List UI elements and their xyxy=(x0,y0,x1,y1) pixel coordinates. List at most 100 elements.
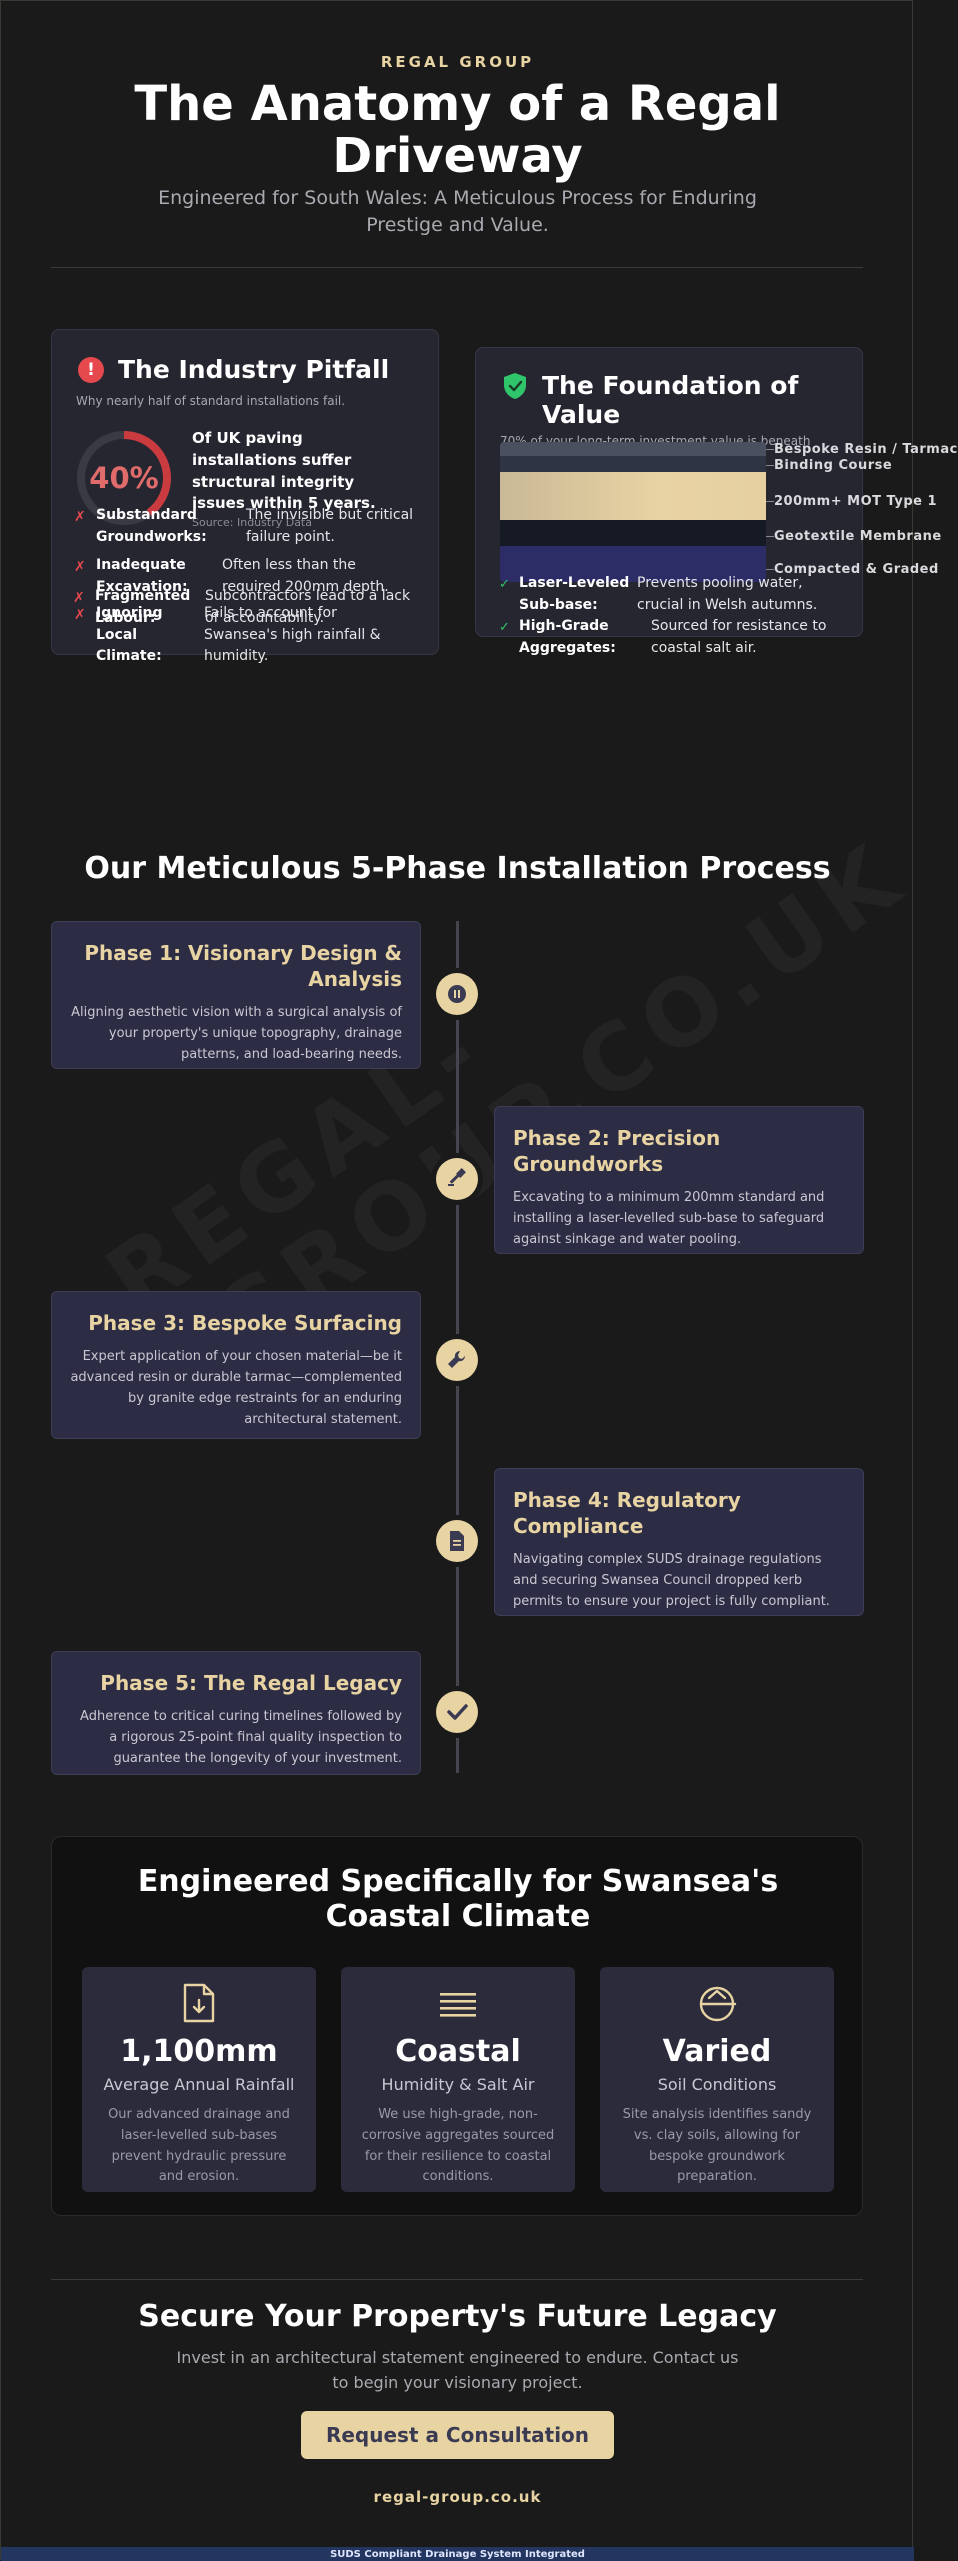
wrench-icon xyxy=(436,1339,478,1381)
pitfall-item-definition: Subcontractors lead to a lack of account… xyxy=(205,588,411,626)
climate-panel: Engineered Specifically for Swansea's Co… xyxy=(51,1836,863,2216)
foundation-item-definition: Prevents pooling water, crucial in Welsh… xyxy=(637,575,818,613)
foundation-title: The Foundation of Value xyxy=(542,371,799,429)
pause-icon xyxy=(436,973,478,1015)
layer-label: Bespoke Resin / Tarmac xyxy=(774,442,958,457)
failure-rate-donut xyxy=(77,431,171,525)
foundation-item-term: High-Grade Aggregates: xyxy=(519,618,616,656)
layer-tick xyxy=(766,449,774,450)
footer-strip xyxy=(1,2547,914,2561)
layer-tick xyxy=(766,465,774,466)
layer-label: Binding Course xyxy=(774,458,893,473)
page-subtitle: Engineered for South Wales: A Meticulous… xyxy=(158,187,757,236)
layer-label: Geotextile Membrane xyxy=(774,529,942,544)
footer-note: SUDS Compliant Drainage System Integrate… xyxy=(330,2549,585,2560)
pitfall-card: ! The Industry Pitfall Why nearly half o… xyxy=(51,329,439,664)
pitfall-title: The Industry Pitfall xyxy=(118,355,390,384)
pitfall-item: ✗ Fragmented Labour: Subcontractors lead… xyxy=(73,586,423,629)
phase-title: Phase 1: Visionary Design & Analysis xyxy=(84,941,402,991)
foundation-item: ✓ High-Grade Aggregates: Sourced for res… xyxy=(499,616,849,659)
pitfall-item-term: Fragmented Labour: xyxy=(95,588,191,626)
failure-rate-text: Of UK paving installations suffer struct… xyxy=(192,429,376,513)
layer-tick xyxy=(766,569,774,570)
foundation-item-term: Laser-Leveled Sub-base: xyxy=(519,575,630,613)
layer-mot xyxy=(500,472,766,520)
phase-card-5: Phase 5: The Regal Legacy Adherence to c… xyxy=(51,1651,421,1775)
stat-label: Humidity & Salt Air xyxy=(381,2075,535,2094)
layer-surface xyxy=(500,442,766,456)
phase-card-4: Phase 4: Regulatory Compliance Navigatin… xyxy=(494,1468,864,1616)
stat-label: Soil Conditions xyxy=(657,2075,777,2094)
layer-geotextile xyxy=(500,520,766,546)
stat-description: We use high-grade, non-corrosive aggrega… xyxy=(361,2107,555,2185)
lines-icon xyxy=(440,1993,476,2017)
cross-icon: ✗ xyxy=(74,559,86,575)
stat-value: 1,100mm xyxy=(120,2034,278,2069)
phase-description: Aligning aesthetic vision with a surgica… xyxy=(71,1005,402,1063)
process-title: Our Meticulous 5-Phase Installation Proc… xyxy=(84,851,831,886)
layer-binding xyxy=(500,456,766,472)
pitfall-item-definition: The invisible but critical failure point… xyxy=(246,507,414,545)
layer-label: Compacted & Graded xyxy=(774,562,939,577)
climate-title: Engineered Specifically for Swansea's Co… xyxy=(137,1864,779,1934)
pitfall-item-term: Substandard Groundworks: xyxy=(96,507,207,545)
pitfall-item-term: Inadequate Excavation: xyxy=(96,557,188,595)
divider xyxy=(51,2279,863,2280)
cross-icon: ✗ xyxy=(73,590,85,606)
brand-label: REGAL GROUP xyxy=(380,53,535,71)
document-icon xyxy=(436,1520,478,1562)
phase-card-1: Phase 1: Visionary Design & Analysis Ali… xyxy=(51,921,421,1069)
phase-title: Phase 4: Regulatory Compliance xyxy=(513,1488,741,1538)
phase-title: Phase 2: Precision Groundworks xyxy=(513,1126,721,1176)
pitfall-description: Why nearly half of standard installation… xyxy=(76,394,346,408)
pitfall-item-definition: Fails to account for Swansea's high rain… xyxy=(204,605,381,665)
shield-icon xyxy=(504,373,526,399)
layer-compacted xyxy=(500,546,766,582)
phase-description: Expert application of your chosen materi… xyxy=(70,1349,402,1428)
stat-description: Our advanced drainage and laser-levelled… xyxy=(108,2107,290,2185)
phase-description: Excavating to a minimum 200mm standard a… xyxy=(513,1190,825,1248)
failure-rate-value: 40% xyxy=(89,461,159,495)
phase-description: Navigating complex SUDS drainage regulat… xyxy=(513,1552,830,1610)
cross-icon: ✗ xyxy=(74,509,86,525)
foundation-item: ✓ Laser-Leveled Sub-base: Prevents pooli… xyxy=(499,573,849,616)
divider xyxy=(51,267,863,268)
phase-description: Adherence to critical curing timelines f… xyxy=(80,1709,402,1767)
request-consultation-button[interactable]: Request a Consultation xyxy=(301,2411,614,2459)
layer-label: 200mm+ MOT Type 1 xyxy=(774,494,938,509)
cross-icon: ✗ xyxy=(74,607,86,623)
soil-icon xyxy=(699,1986,737,2022)
alert-icon: ! xyxy=(78,357,104,384)
layer-diagram xyxy=(500,442,766,582)
layer-tick xyxy=(766,501,774,502)
donut-arc xyxy=(77,431,171,525)
pitfall-item: ✗ Substandard Groundworks: The invisible… xyxy=(74,505,414,548)
check-icon: ✓ xyxy=(499,577,510,592)
check-icon: ✓ xyxy=(499,620,510,635)
stat-description: Site analysis identifies sandy vs. clay … xyxy=(622,2107,812,2185)
page-title: The Anatomy of a Regal Driveway xyxy=(134,76,781,184)
foundation-card: The Foundation of Value 70% of your long… xyxy=(475,347,957,637)
checkmark-icon xyxy=(436,1691,478,1733)
stat-card-rainfall: 1,100mm Average Annual Rainfall Our adva… xyxy=(82,1967,316,2192)
stat-label: Average Annual Rainfall xyxy=(103,2075,295,2094)
pitfall-item-definition: Often less than the required 200mm depth… xyxy=(222,557,389,595)
hammer-icon xyxy=(436,1158,478,1200)
cta-title: Secure Your Property's Future Legacy xyxy=(138,2299,777,2334)
phase-title: Phase 3: Bespoke Surfacing xyxy=(88,1311,402,1335)
failure-rate-source: Source: Industry Data xyxy=(192,516,312,529)
phase-title: Phase 5: The Regal Legacy xyxy=(100,1671,402,1695)
stat-value: Varied xyxy=(662,2034,772,2069)
phase-card-2: Phase 2: Precision Groundworks Excavatin… xyxy=(494,1106,864,1254)
foundation-item-definition: Sourced for resistance to coastal salt a… xyxy=(651,618,827,656)
stat-card-coastal: Coastal Humidity & Salt Air We use high-… xyxy=(341,1967,575,2192)
stat-card-soil: Varied Soil Conditions Site analysis ide… xyxy=(600,1967,834,2192)
pitfall-item-term: Ignoring Local Climate: xyxy=(96,605,163,665)
pitfall-item: ✗ Inadequate Excavation: Often less than… xyxy=(74,555,414,598)
phase-card-3: Phase 3: Bespoke Surfacing Expert applic… xyxy=(51,1291,421,1439)
file-download-icon xyxy=(183,1983,215,2023)
website-link[interactable]: regal-group.co.uk xyxy=(373,2488,542,2506)
stat-value: Coastal xyxy=(395,2034,521,2069)
layer-tick xyxy=(766,536,774,537)
